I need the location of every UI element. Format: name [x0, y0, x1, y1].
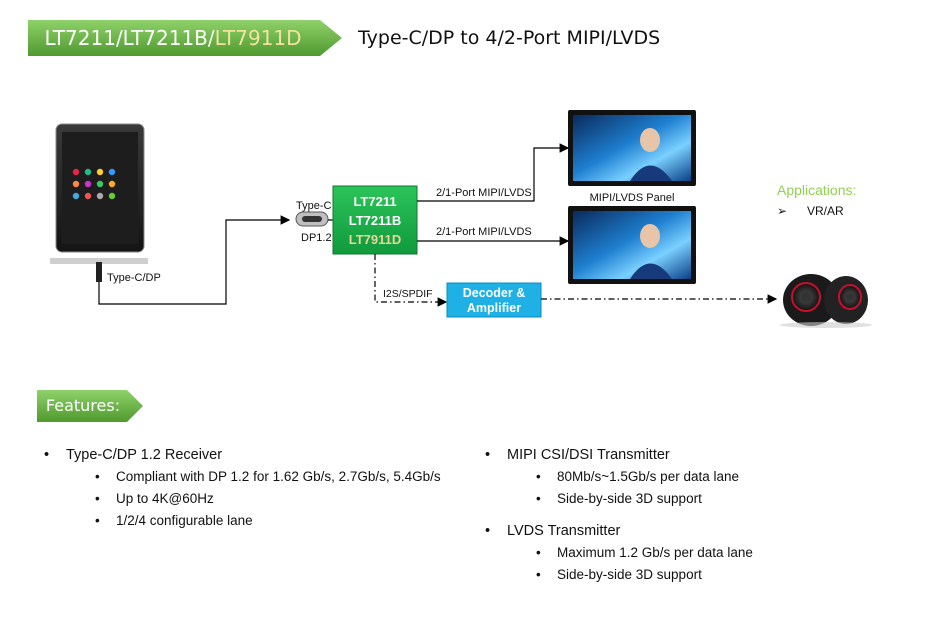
panel-label: MIPI/LVDS Panel	[590, 192, 675, 204]
typec-cable	[98, 215, 291, 305]
link-top-label: 2/1-Port MIPI/LVDS	[436, 187, 532, 199]
title-banner-shape	[28, 20, 342, 56]
audio-link-label: I2S/SPDIF	[383, 288, 433, 300]
chip-line-1: LT7211	[353, 194, 396, 209]
mipi-panel-bottom	[568, 206, 696, 284]
title-part-highlight: LT7911D	[214, 26, 302, 50]
link-bottom-label: 2/1-Port MIPI/LVDS	[436, 226, 532, 238]
features-right-list: MIPI CSI/DSI Transmitter 80Mb/s~1.5Gb/s …	[479, 447, 919, 589]
arrowhead-bullet-icon: ➢	[777, 204, 788, 218]
features-banner-label: Features:	[45, 396, 121, 415]
page-title: LT7211/LT7211B/LT7911D	[28, 18, 318, 58]
source-label: Type-C/DP	[107, 272, 161, 284]
audio-link-line	[374, 254, 448, 307]
feature-item: Up to 4K@60Hz	[38, 491, 468, 506]
features-left-list: Type-C/DP 1.2 Receiver Compliant with DP…	[38, 447, 468, 535]
feature-item: 80Mb/s~1.5Gb/s per data lane	[479, 469, 919, 484]
feature-group-title: MIPI CSI/DSI Transmitter	[479, 447, 919, 463]
feature-item: Side-by-side 3D support	[479, 491, 919, 506]
speakers-icon	[780, 274, 872, 328]
feature-item: 1/2/4 configurable lane	[38, 513, 468, 528]
feature-group-title: LVDS Transmitter	[479, 523, 919, 539]
port-label-bottom: DP1.2	[301, 232, 332, 244]
feature-group-title: Type-C/DP 1.2 Receiver	[38, 447, 468, 463]
tablet-device	[50, 123, 148, 282]
chip-block: LT7211 LT7211B LT7911D	[332, 185, 418, 255]
feature-item: Side-by-side 3D support	[479, 567, 919, 582]
applications-item-label: VR/AR	[807, 204, 844, 218]
typec-port-icon	[295, 211, 329, 227]
feature-item: Maximum 1.2 Gb/s per data lane	[479, 545, 919, 560]
features-banner: Features:	[37, 390, 145, 422]
title-part-main: LT7211/LT7211B/	[44, 26, 215, 50]
link-top-line	[417, 143, 570, 202]
mipi-panel-top	[568, 110, 696, 186]
feature-item: Compliant with DP 1.2 for 1.62 Gb/s, 2.7…	[38, 469, 468, 484]
chip-line-3: LT7911D	[349, 232, 402, 247]
port-label-top: Type-C	[296, 200, 332, 212]
applications-item: ➢ VR/AR	[777, 204, 844, 218]
block-diagram: Type-C/DP Type-C DP1.2 LT7211 LT7211B LT…	[50, 110, 872, 328]
page-subtitle: Type-C/DP to 4/2-Port MIPI/LVDS	[358, 27, 661, 49]
applications-title: Applications:	[777, 182, 857, 198]
chip-line-2: LT7211B	[349, 213, 402, 228]
decoder-line-2: Amplifier	[467, 301, 521, 315]
features-banner-shape	[37, 390, 143, 422]
decoder-block: Decoder & Amplifier	[446, 282, 542, 318]
title-banner: LT7211/LT7211B/LT7911D	[28, 18, 344, 58]
decoder-line-1: Decoder &	[463, 286, 526, 300]
